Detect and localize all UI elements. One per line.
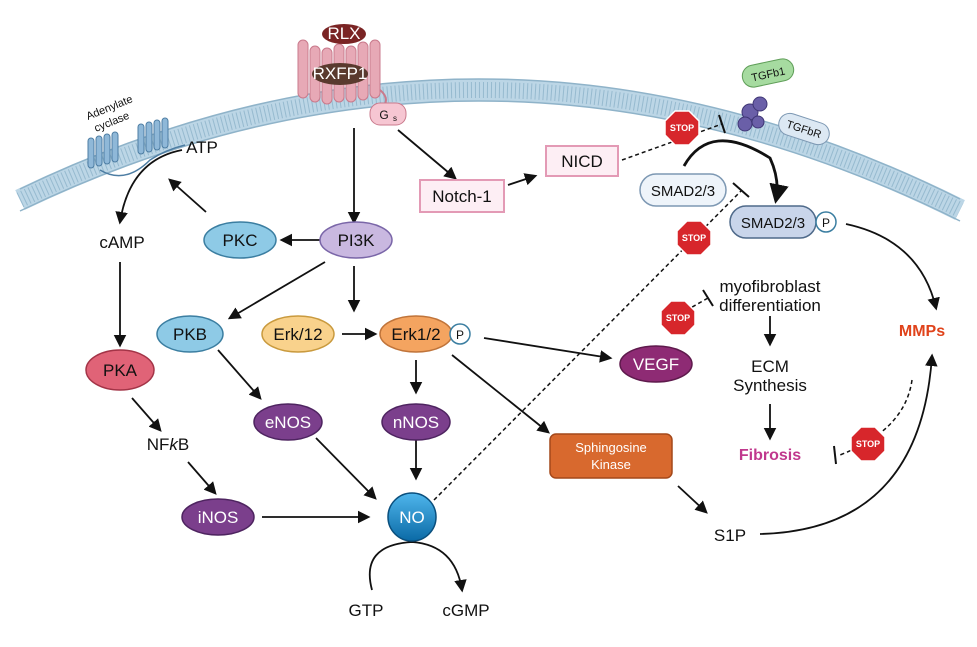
- notch1-node: Notch-1: [419, 179, 505, 213]
- pkc-label: PKC: [223, 231, 258, 250]
- pkb-node: PKB: [156, 315, 224, 353]
- gs-subscript: s: [393, 114, 397, 123]
- pka-node: PKA: [85, 349, 155, 391]
- vegf-node: VEGF: [619, 345, 693, 383]
- cgmp-label: cGMP: [442, 601, 489, 620]
- erk1-2-label: Erk1/2: [391, 325, 440, 344]
- s1p-label: S1P: [714, 526, 746, 545]
- ecm-label-1: ECM: [751, 357, 789, 376]
- smad23-node: SMAD2/3: [639, 173, 727, 207]
- stop-label-2: STOP: [682, 233, 706, 243]
- smad-phospho-label: P: [822, 216, 830, 230]
- stop-label-3: STOP: [666, 313, 690, 323]
- rlx-ligand: [322, 24, 366, 44]
- sphingosine-label-1: Sphingosine: [575, 440, 647, 455]
- camp-label: cAMP: [99, 233, 144, 252]
- inhibition-bars: [702, 114, 837, 465]
- pkc-node: PKC: [203, 221, 277, 259]
- nicd-label: NICD: [561, 152, 603, 171]
- inos-node: iNOS: [181, 498, 255, 536]
- stop-sign-1: STOP: [664, 110, 700, 146]
- erk12-node: Erk/12: [261, 315, 335, 353]
- fibrosis-label: Fibrosis: [739, 447, 801, 464]
- no-node: NO: [387, 492, 437, 542]
- enos-node: eNOS: [253, 403, 323, 441]
- smad23-p-label: SMAD2/3: [741, 215, 805, 232]
- vegf-label: VEGF: [633, 355, 679, 374]
- rlx-label: RLX: [327, 24, 360, 43]
- enos-label: eNOS: [265, 413, 311, 432]
- rxfp1-label: RXFP1: [313, 64, 368, 83]
- mmps-label: MMPs: [899, 323, 945, 340]
- stop-sign-4: STOP: [850, 426, 886, 462]
- atp-label: ATP: [186, 138, 218, 157]
- stop-sign-3: STOP: [660, 300, 696, 336]
- rxfp1-body: [312, 63, 368, 85]
- gs-label: G: [379, 108, 388, 122]
- stop-label-1: STOP: [670, 123, 694, 133]
- myofibroblast-label-1: myofibroblast: [719, 277, 820, 296]
- pkb-label: PKB: [173, 325, 207, 344]
- smad23-p-node: SMAD2/3 P: [729, 205, 837, 239]
- sphingosine-kinase-node: Sphingosine Kinase: [549, 433, 673, 479]
- notch1-label: Notch-1: [432, 187, 492, 206]
- myofibroblast-label-2: differentiation: [719, 296, 821, 315]
- ecm-label-2: Synthesis: [733, 376, 807, 395]
- erk12-label: Erk/12: [273, 325, 322, 344]
- nicd-node: NICD: [545, 145, 619, 177]
- stop-sign-2: STOP: [676, 220, 712, 256]
- no-label: NO: [399, 508, 425, 527]
- inos-label: iNOS: [198, 508, 239, 527]
- pi3k-label: PI3K: [338, 231, 376, 250]
- pi3k-node: PI3K: [319, 221, 393, 259]
- nnos-node: nNOS: [381, 403, 451, 441]
- gtp-label: GTP: [349, 601, 384, 620]
- tgfbr-receptor: TGFb1 TGFbR: [737, 58, 830, 146]
- pka-label: PKA: [103, 361, 138, 380]
- rxfp1-receptor: RLX RXFP1 G s: [297, 24, 407, 126]
- erk-phospho-label: P: [456, 328, 464, 342]
- stop-label-4: STOP: [856, 439, 880, 449]
- arrows: [113, 128, 940, 593]
- smad23-label: SMAD2/3: [651, 183, 715, 200]
- gs-protein: [369, 102, 407, 126]
- tgfbr-body: [778, 112, 830, 146]
- tgfb1-ligand: [741, 58, 795, 88]
- erk1-2-node: Erk1/2 P: [379, 315, 471, 353]
- sphingosine-label-2: Kinase: [591, 457, 631, 472]
- nnos-label: nNOS: [393, 413, 439, 432]
- nfkb-label: NFkB: [147, 435, 190, 454]
